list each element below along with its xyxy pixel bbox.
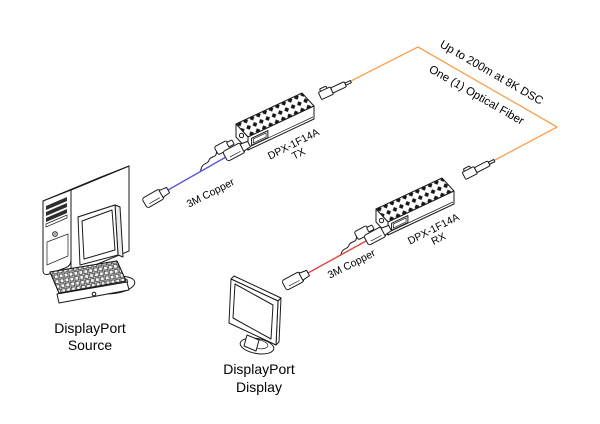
fiber-label-count: One (1) Optical Fiber bbox=[427, 64, 526, 128]
rx-cable-display-plug-icon bbox=[281, 267, 312, 292]
source-label-line2: Source bbox=[68, 337, 113, 353]
display-label-line2: Display bbox=[236, 379, 282, 395]
display-monitor-icon bbox=[228, 275, 282, 355]
source-computer bbox=[42, 165, 136, 304]
tx-cable-label: 3M Copper bbox=[185, 176, 237, 211]
rx-fiber-connector-icon bbox=[460, 154, 497, 181]
keyboard-icon bbox=[49, 260, 130, 304]
tx-cable-source-plug-icon bbox=[141, 184, 172, 209]
optical-fiber-cable bbox=[350, 46, 558, 161]
tx-fiber-connector-icon bbox=[316, 75, 354, 101]
source-label-line1: DisplayPort bbox=[54, 320, 126, 336]
display-label-line1: DisplayPort bbox=[223, 361, 295, 377]
rx-unit-label: RX bbox=[429, 230, 447, 247]
tx-copper-cable bbox=[167, 156, 227, 191]
rx-copper-cable bbox=[307, 240, 367, 274]
tx-unit-label: TX bbox=[290, 146, 307, 163]
rx-cable-label: 3M Copper bbox=[326, 247, 378, 282]
